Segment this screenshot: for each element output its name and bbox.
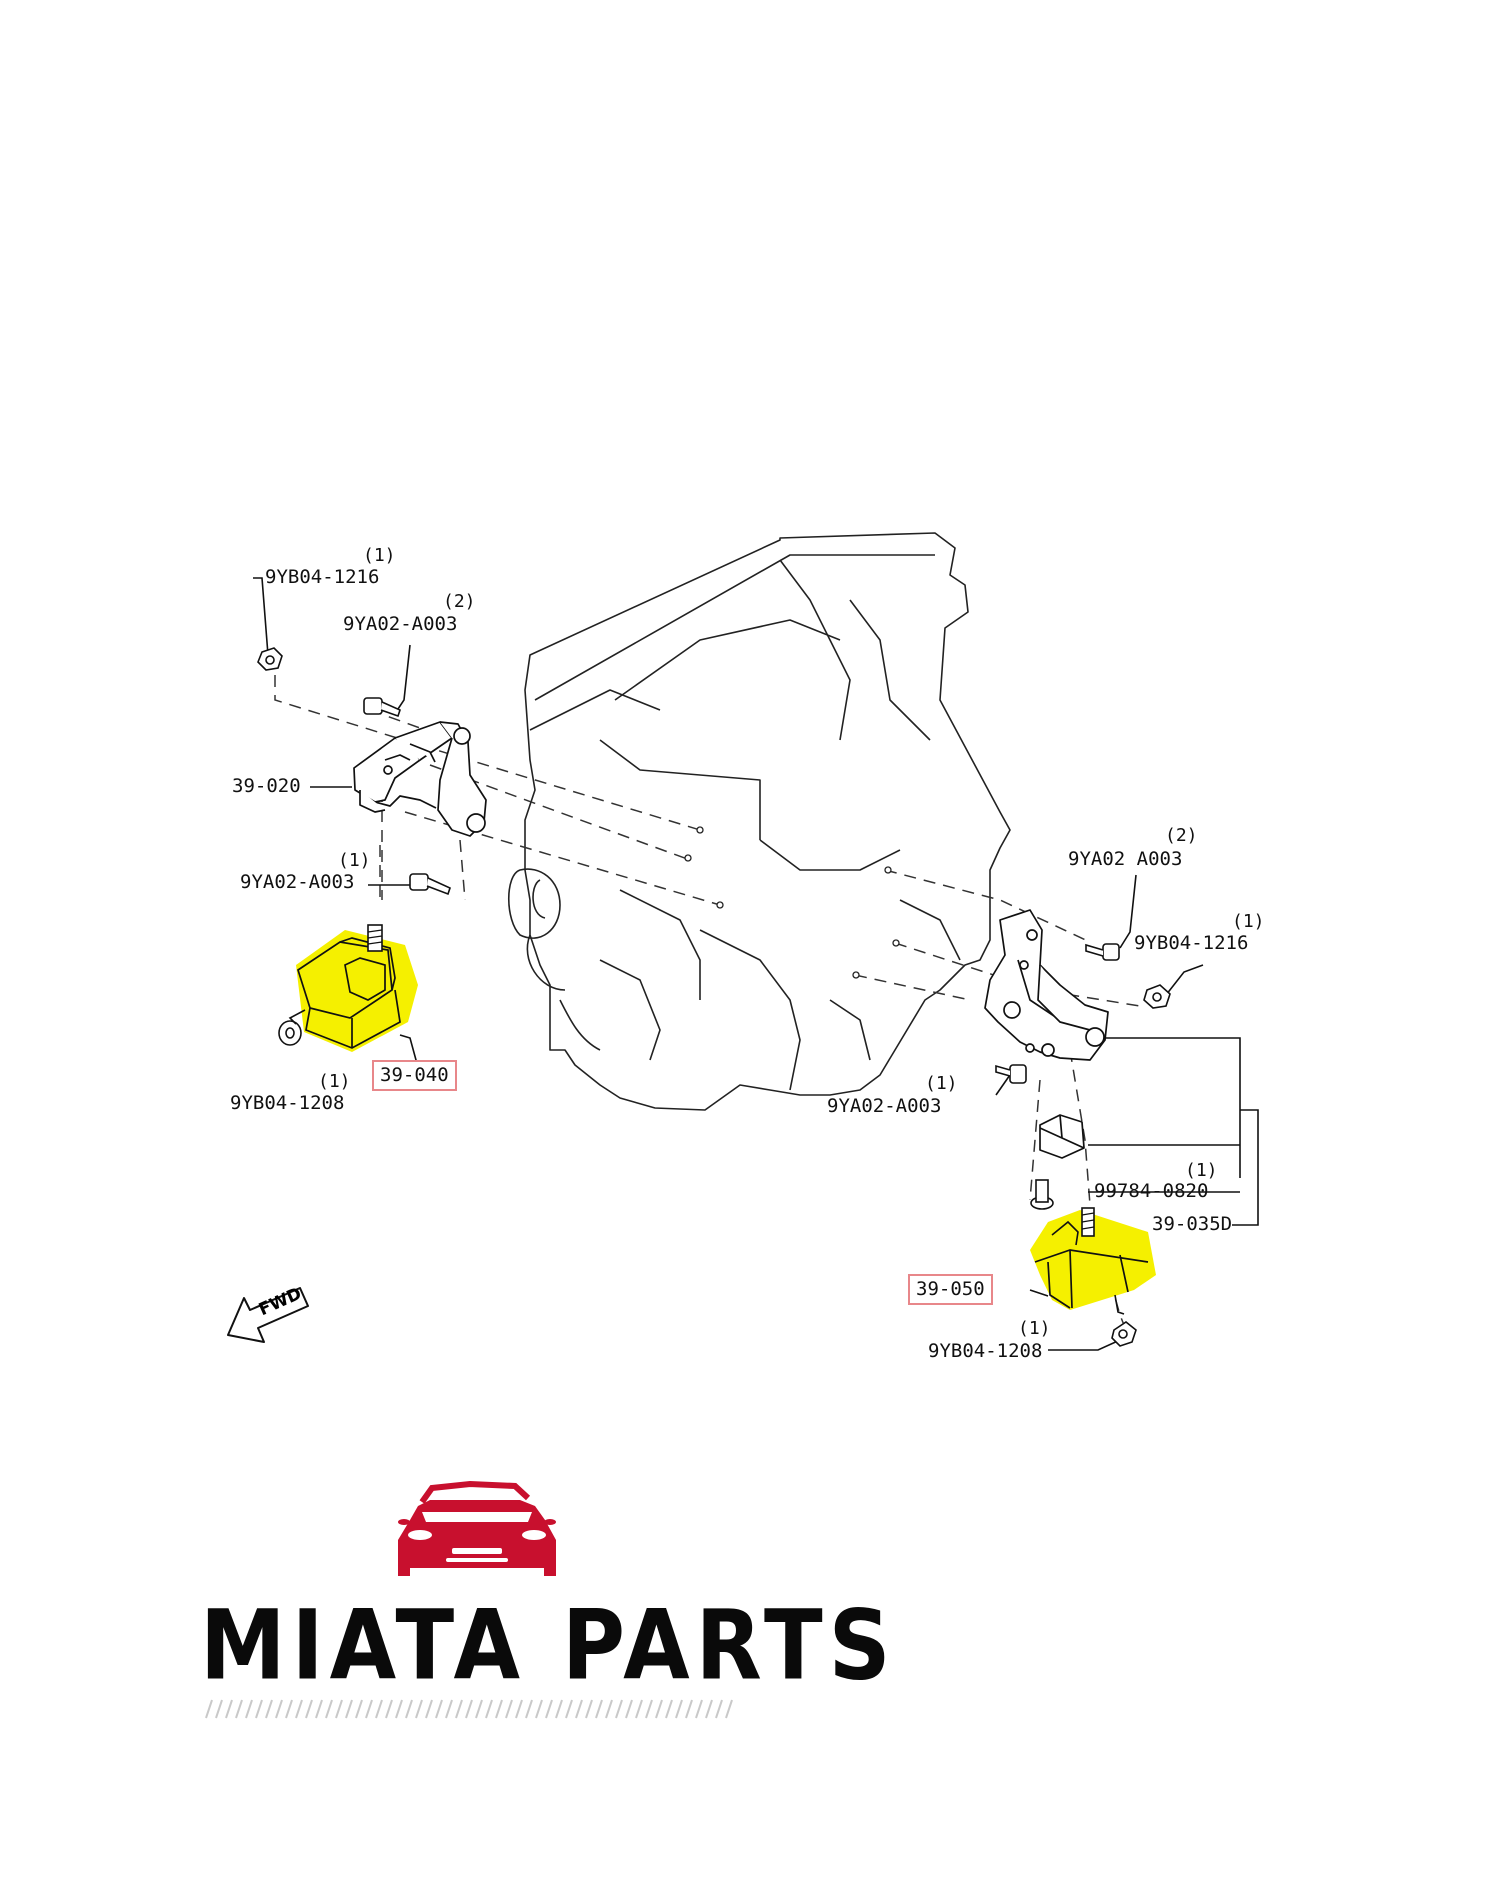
qty-bolt-lower-right: (1) [1185,1160,1218,1181]
qty-bolt-mid-left: (1) [338,850,371,871]
label-bracket-right: 39-035D [1152,1213,1233,1235]
label-bolt-mid-right: 9YA02-A003 [827,1095,942,1117]
label-bolt-lower-right: 99784-0820 [1094,1180,1209,1202]
engine-mount-left-highlighted [288,924,418,1052]
engine-mount-right-highlighted [1030,1207,1156,1315]
label-bracket-left: 39-020 [232,775,301,797]
qty-bolt-top-left: (2) [443,591,476,612]
engine-block-outline [507,532,1011,1111]
fastener-bolt-lower-right [1030,1179,1054,1210]
qty-nut-top-right: (1) [1232,911,1265,932]
leader-lines [253,577,1259,1351]
brand-underline-pattern [205,1699,733,1719]
label-bolt-top-right: 9YA02 A003 [1068,848,1183,870]
label-nut-top-left: 9YB04-1216 [265,566,380,588]
fastener-bolt-mid-right [995,1064,1027,1084]
label-mount-right: 39-050 [908,1274,993,1305]
engine-bracket-left [353,721,487,837]
fastener-nut-top-right [1143,984,1171,1009]
label-mount-left: 39-040 [372,1060,457,1091]
engine-bracket-right [984,909,1109,1061]
insulator-cap-right [1039,1114,1085,1159]
label-bolt-top-left: 9YA02-A003 [343,613,458,635]
qty-nut-top-left: (1) [363,545,396,566]
fastener-bolt-top-right [1085,943,1120,961]
fwd-arrow-icon [227,1287,309,1343]
qty-nut-bottom-right: (1) [1018,1318,1051,1339]
fastener-bolt-top-left [363,697,401,718]
fastener-bolt-mid-left [409,873,451,896]
dashed-guide-lines [274,675,1161,1336]
label-nut-bottom-left: 9YB04-1208 [230,1092,345,1114]
qty-nut-bottom-left: (1) [318,1071,351,1092]
fastener-nut-top-left [257,647,283,671]
label-nut-bottom-right: 9YB04-1208 [928,1340,1043,1362]
fastener-nut-bottom-left [278,1020,302,1046]
mount-holes [684,826,900,979]
label-bolt-mid-left: 9YA02-A003 [240,871,355,893]
qty-bolt-mid-right: (1) [925,1073,958,1094]
qty-bolt-top-right: (2) [1165,825,1198,846]
label-nut-top-right: 9YB04-1216 [1134,932,1249,954]
brand-title: MIATA PARTS [200,1590,897,1703]
red-car-front-icon [398,1480,556,1576]
fastener-nut-bottom-right [1111,1321,1137,1347]
